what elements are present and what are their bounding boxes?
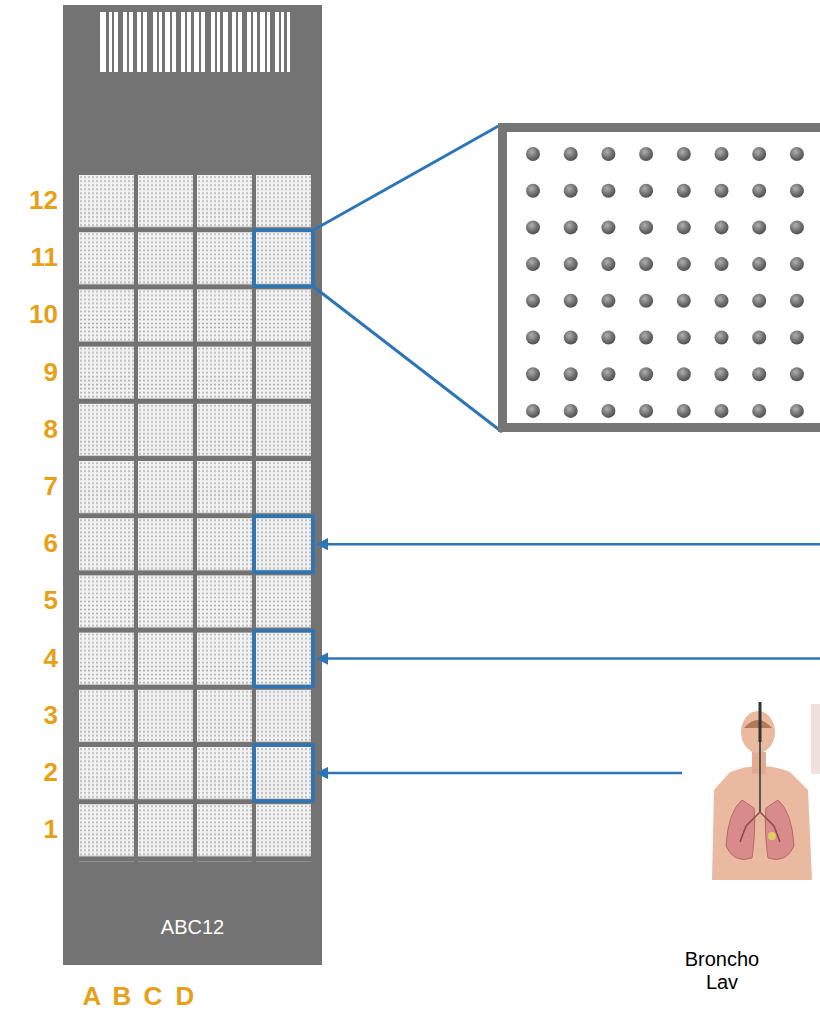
spot-dot <box>564 257 578 271</box>
spot-dot <box>526 184 540 198</box>
column-letter: D <box>170 982 200 1012</box>
spot-dot <box>601 220 615 234</box>
spot-dot <box>752 367 766 381</box>
spot-dot <box>752 220 766 234</box>
row-number: 12 <box>4 186 58 216</box>
row-number: 10 <box>4 300 58 330</box>
row-number: 2 <box>4 758 58 788</box>
spot-dot <box>790 147 804 161</box>
row-number: 1 <box>4 815 58 845</box>
spot-dot <box>564 331 578 345</box>
spot-dot <box>677 367 691 381</box>
spot-dot <box>526 147 540 161</box>
well-highlight <box>254 230 313 801</box>
row-number: 6 <box>4 529 58 559</box>
spot-dot <box>564 184 578 198</box>
column-letter: B <box>107 982 137 1012</box>
sample-arrow <box>317 544 820 773</box>
row-number: 9 <box>4 358 58 388</box>
spot-dot <box>601 404 615 418</box>
spot-dot <box>677 294 691 308</box>
spot-dot <box>639 184 653 198</box>
column-letter: C <box>138 982 168 1012</box>
spot-dot <box>790 184 804 198</box>
spot-dot <box>564 367 578 381</box>
spot-dot <box>601 367 615 381</box>
sample-caption: Broncho Lav <box>680 948 764 994</box>
spot-dot <box>564 404 578 418</box>
spot-dot <box>752 147 766 161</box>
spot-dot <box>639 147 653 161</box>
spot-dot <box>639 367 653 381</box>
row-number: 4 <box>4 644 58 674</box>
spot-dot <box>601 294 615 308</box>
spot-dot <box>526 331 540 345</box>
spot-dot <box>639 220 653 234</box>
spot-dot <box>715 220 729 234</box>
slide-id: ABC12 <box>161 916 224 939</box>
spot-dot <box>790 294 804 308</box>
spot-dot <box>790 367 804 381</box>
row-number: 8 <box>4 415 58 445</box>
spot-dot <box>790 404 804 418</box>
spot-dot <box>639 257 653 271</box>
spot-dot <box>790 331 804 345</box>
spot-dot <box>601 257 615 271</box>
spot-dot <box>639 331 653 345</box>
spot-dot <box>715 404 729 418</box>
spot-dot <box>790 257 804 271</box>
spot-dot <box>752 294 766 308</box>
spot-dot <box>564 220 578 234</box>
spot-dot <box>752 331 766 345</box>
row-number: 7 <box>4 472 58 502</box>
spot-dot <box>790 220 804 234</box>
spot-dot <box>601 184 615 198</box>
spot-dot <box>752 404 766 418</box>
spot-dot <box>639 404 653 418</box>
spot-dot <box>752 184 766 198</box>
spot-dot <box>715 184 729 198</box>
bronchoscopy-illustration <box>712 702 820 880</box>
spot-dot <box>526 404 540 418</box>
spot-dot <box>715 147 729 161</box>
well-grid <box>79 175 315 861</box>
spot-dot <box>677 220 691 234</box>
spot-dot <box>677 331 691 345</box>
spot-dot <box>677 404 691 418</box>
spot-dot <box>677 184 691 198</box>
row-number: 5 <box>4 586 58 616</box>
spot-dot <box>639 294 653 308</box>
spot-dot <box>564 147 578 161</box>
row-number: 11 <box>4 243 58 273</box>
slide-body: ABC12 <box>63 5 322 965</box>
spot-dot <box>564 294 578 308</box>
zoom-inset <box>503 128 820 428</box>
spot-dot <box>601 331 615 345</box>
spot-dot <box>526 220 540 234</box>
spot-dot <box>526 257 540 271</box>
spot-dot <box>752 257 766 271</box>
spot-dot <box>715 257 729 271</box>
spot-dot <box>677 257 691 271</box>
spot-dot <box>715 294 729 308</box>
spot-dot <box>715 367 729 381</box>
spot-dot <box>526 294 540 308</box>
column-letter: A <box>77 982 107 1012</box>
barcode <box>100 12 290 72</box>
spot-dot <box>601 147 615 161</box>
spot-dot <box>677 147 691 161</box>
spot-dot <box>526 367 540 381</box>
spot-dot <box>715 331 729 345</box>
row-number: 3 <box>4 701 58 731</box>
zoom-line <box>313 124 502 432</box>
